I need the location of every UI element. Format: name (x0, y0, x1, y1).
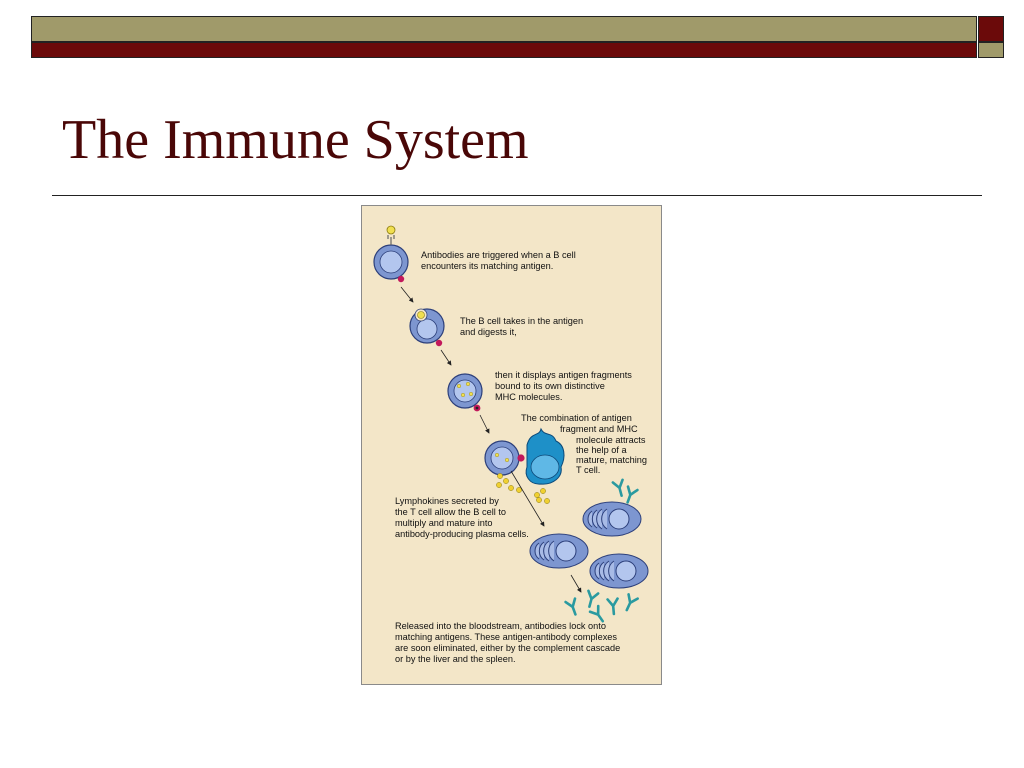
caption-step-5: Lymphokines secreted by the T cell allow… (395, 496, 529, 539)
plasma-cell-3 (589, 553, 649, 589)
title-underline (52, 195, 982, 196)
plasma-cell-1 (582, 501, 642, 537)
slide-title: The Immune System (62, 109, 529, 171)
immune-response-diagram: Antibodies are triggered when a B cell e… (361, 205, 662, 685)
header-bar-olive (31, 16, 977, 42)
arrow-2 (440, 349, 452, 366)
header-square-olive (978, 42, 1004, 58)
arrow-5 (570, 574, 582, 593)
arrow-1 (400, 286, 414, 303)
b-cell-engulfing-antigen (409, 308, 445, 347)
caption-step-4: The combination of antigen fragment and … (521, 413, 650, 475)
plasma-cell-2 (529, 533, 589, 569)
arrow-3 (479, 414, 490, 434)
header-bar-maroon (31, 42, 977, 58)
b-cell-displaying-fragments (447, 373, 483, 412)
b-cell-and-t-cell (484, 427, 565, 504)
caption-step-1: Antibodies are triggered when a B cell e… (421, 250, 578, 271)
caption-step-2: The B cell takes in the antigen and dige… (460, 316, 586, 337)
arrow-4 (510, 470, 545, 527)
caption-step-3: then it displays antigen fragments bound… (495, 370, 634, 402)
caption-step-6: Released into the bloodstream, antibodie… (395, 621, 623, 664)
b-cell-with-antigen (373, 225, 409, 283)
header-square-maroon (978, 16, 1004, 42)
